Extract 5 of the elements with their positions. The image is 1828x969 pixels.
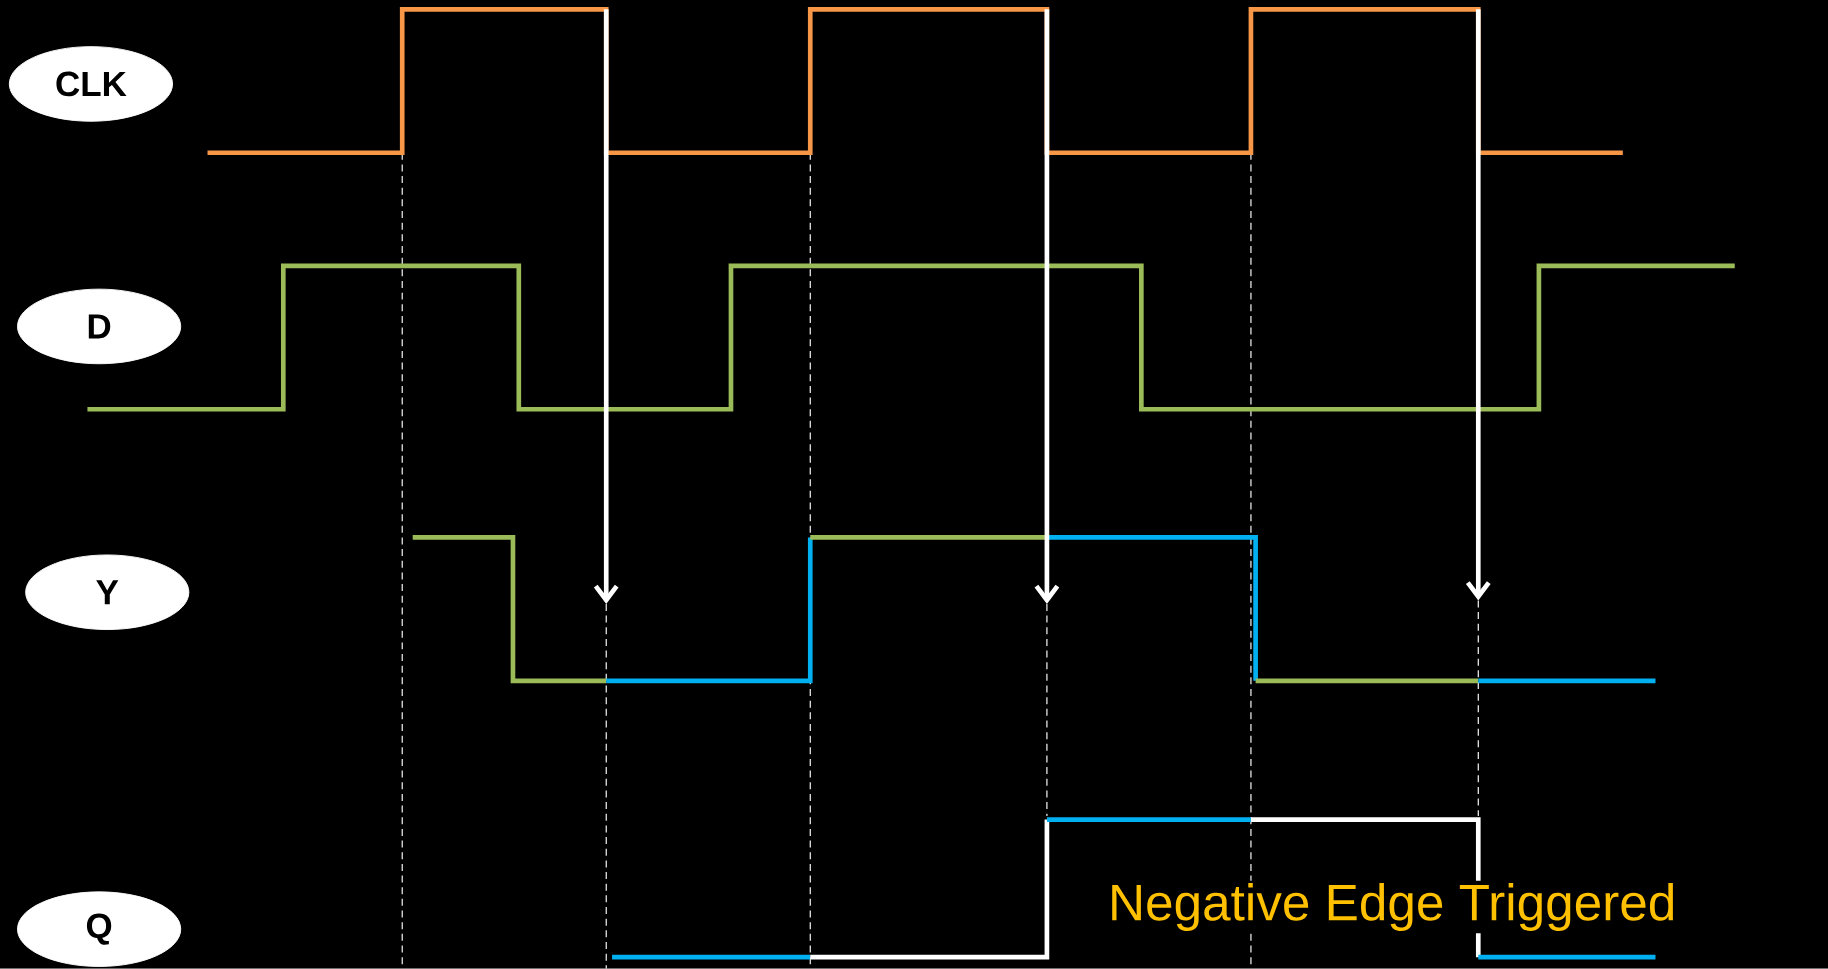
signal-label: CLK (8, 46, 173, 122)
caption-text: Negative Edge Triggered (1105, 880, 1679, 934)
signal-label: D (17, 288, 182, 365)
signal-label: Q (17, 891, 182, 968)
signal-label: Y (25, 554, 190, 631)
